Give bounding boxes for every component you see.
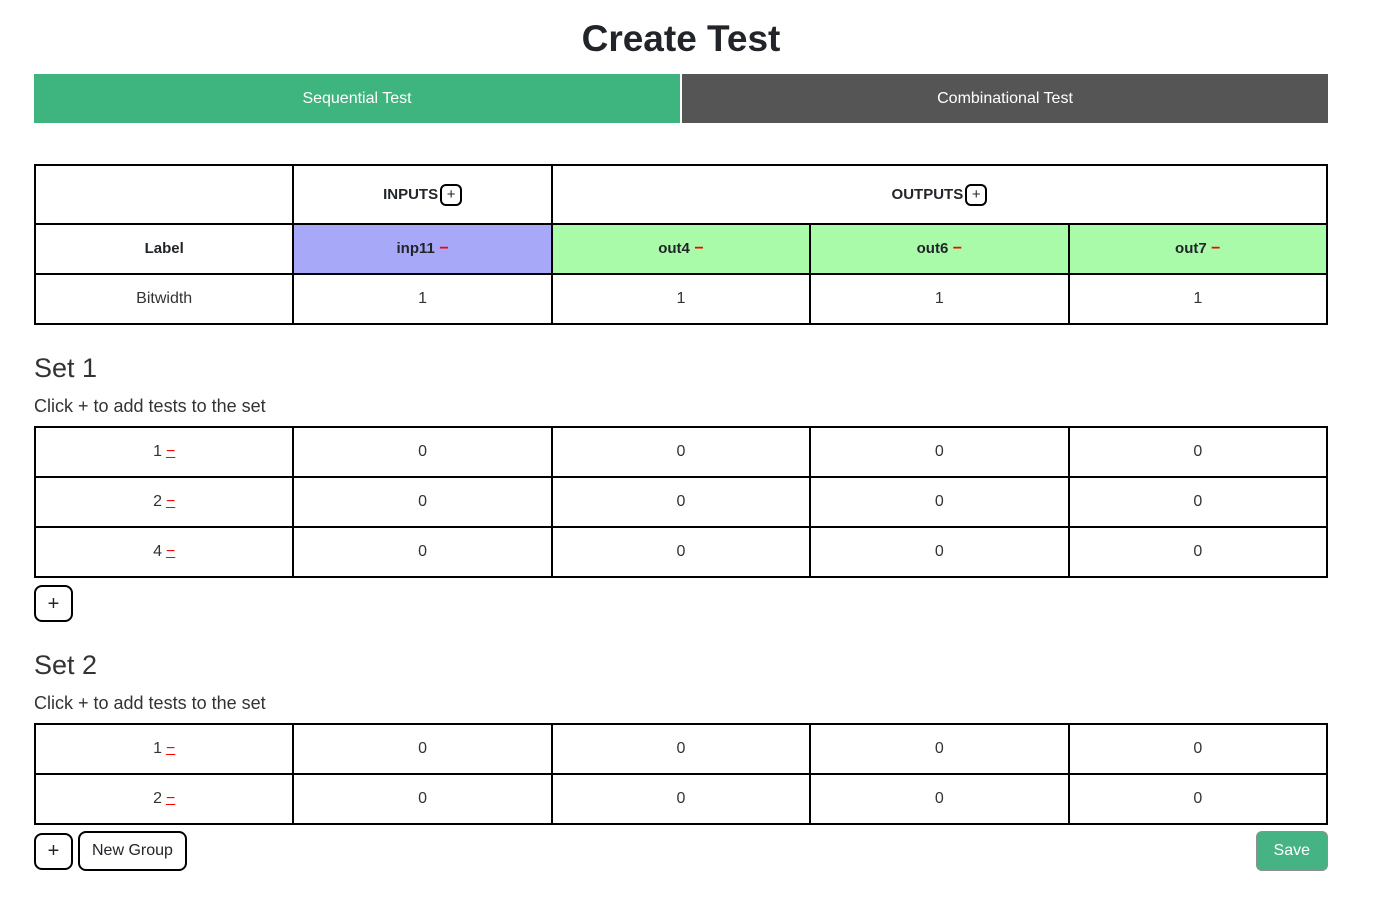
test-row: 4− 0 0 0 0 [33, 526, 1329, 578]
remove-signal-inp11-link[interactable]: − [439, 240, 449, 257]
test-row: 2− 0 0 0 0 [33, 476, 1329, 528]
test-row-header: 2− [33, 476, 295, 528]
tab-sequential-test-label: Sequential Test [302, 89, 412, 107]
test-value-cell[interactable]: 0 [1067, 426, 1329, 478]
add-input-button[interactable]: + [440, 183, 463, 206]
set-2-table: 1− 0 0 0 0 2− 0 0 0 0 [33, 723, 1329, 825]
test-value-cell[interactable]: 0 [550, 476, 812, 528]
test-number: 2 [153, 790, 162, 807]
inputs-header-cell: INPUTS+ [292, 164, 553, 225]
set-1-table: 1− 0 0 0 0 2− 0 0 0 0 4− 0 0 0 0 [33, 426, 1329, 578]
test-row: 1− 0 0 0 0 [33, 723, 1329, 775]
tab-combinational-test-label: Combinational Test [937, 89, 1073, 107]
outputs-header-cell: OUTPUTS+ [550, 164, 1329, 225]
bitwidth-row-header: Bitwidth [33, 273, 295, 325]
test-value-cell[interactable]: 0 [809, 476, 1070, 528]
test-value-cell[interactable]: 0 [292, 773, 553, 825]
corner-cell [33, 164, 295, 225]
signal-name: out6 [916, 240, 949, 257]
test-value-cell[interactable]: 0 [1067, 526, 1329, 578]
remove-signal-out6-link[interactable]: − [952, 240, 963, 257]
remove-test-link[interactable]: − [165, 790, 176, 807]
test-value-cell[interactable]: 0 [1067, 773, 1329, 825]
label-row-header: Label [33, 223, 295, 275]
test-value-cell[interactable]: 0 [809, 426, 1070, 478]
add-test-set-1-button[interactable]: + [34, 585, 73, 622]
test-number: 2 [153, 493, 162, 510]
test-value-cell[interactable]: 0 [550, 526, 812, 578]
bitwidth-cell[interactable]: 1 [1067, 273, 1329, 325]
set-2-title: Set 2 [34, 650, 98, 680]
signal-cell-out4: out4 − [550, 223, 812, 275]
add-output-button[interactable]: + [965, 183, 988, 206]
test-type-tabs: Sequential Test Combinational Test [34, 74, 1328, 123]
test-row-header: 1− [33, 723, 295, 775]
test-value-cell[interactable]: 0 [809, 526, 1070, 578]
set-2-hint: Click + to add tests to the set [34, 693, 266, 713]
remove-test-link[interactable]: − [165, 740, 176, 757]
test-number: 1 [153, 740, 162, 757]
inputs-header-label: INPUTS [383, 185, 439, 203]
test-value-cell[interactable]: 0 [550, 426, 812, 478]
test-row-header: 2− [33, 773, 295, 825]
test-number: 1 [153, 443, 162, 460]
signals-bitwidth-row: Bitwidth 1 1 1 1 [33, 273, 1329, 325]
signal-name: out4 [658, 240, 690, 257]
test-value-cell[interactable]: 0 [809, 723, 1070, 775]
tab-sequential-test[interactable]: Sequential Test [34, 74, 680, 123]
test-value-cell[interactable]: 0 [550, 723, 812, 775]
signals-label-row: Label inp11 − out4 − out6 − out7 − [33, 223, 1329, 275]
save-button[interactable]: Save [1255, 831, 1328, 871]
set-1-title: Set 1 [34, 353, 98, 383]
bitwidth-cell[interactable]: 1 [550, 273, 812, 325]
remove-test-link[interactable]: − [165, 543, 176, 560]
signal-cell-inp11: inp11 − [292, 223, 553, 275]
test-value-cell[interactable]: 0 [292, 476, 553, 528]
test-value-cell[interactable]: 0 [809, 773, 1070, 825]
outputs-header-label: OUTPUTS [891, 185, 964, 203]
test-value-cell[interactable]: 0 [1067, 476, 1329, 528]
page-container: Create Test Sequential Test Combinationa… [33, 18, 1329, 871]
test-value-cell[interactable]: 0 [1067, 723, 1329, 775]
remove-test-link[interactable]: − [165, 443, 176, 460]
test-value-cell[interactable]: 0 [292, 723, 553, 775]
signal-cell-out6: out6 − [809, 223, 1070, 275]
signal-name: out7 [1175, 240, 1207, 257]
test-value-cell[interactable]: 0 [292, 426, 553, 478]
test-number: 4 [153, 543, 162, 560]
remove-signal-out4-link[interactable]: − [694, 240, 704, 257]
footer-bar: + New Group Save [34, 831, 1328, 871]
test-value-cell[interactable]: 0 [550, 773, 812, 825]
signals-table: INPUTS+ OUTPUTS+ Label inp11 − out4 − ou… [33, 164, 1329, 325]
signal-cell-out7: out7 − [1067, 223, 1329, 275]
signal-name: inp11 [396, 240, 435, 257]
test-row: 1− 0 0 0 0 [33, 426, 1329, 478]
bitwidth-cell[interactable]: 1 [809, 273, 1070, 325]
test-value-cell[interactable]: 0 [292, 526, 553, 578]
set-1-hint: Click + to add tests to the set [34, 396, 266, 416]
test-row: 2− 0 0 0 0 [33, 773, 1329, 825]
bitwidth-cell[interactable]: 1 [292, 273, 553, 325]
add-test-set-2-button[interactable]: + [34, 832, 73, 870]
test-row-header: 4− [33, 526, 295, 578]
remove-test-link[interactable]: − [165, 493, 176, 510]
page-title: Create Test [581, 18, 781, 59]
tab-combinational-test[interactable]: Combinational Test [682, 74, 1328, 123]
remove-signal-out7-link[interactable]: − [1211, 240, 1221, 257]
new-group-button[interactable]: New Group [78, 831, 187, 871]
signals-group-header-row: INPUTS+ OUTPUTS+ [33, 164, 1329, 225]
test-row-header: 1− [33, 426, 295, 478]
